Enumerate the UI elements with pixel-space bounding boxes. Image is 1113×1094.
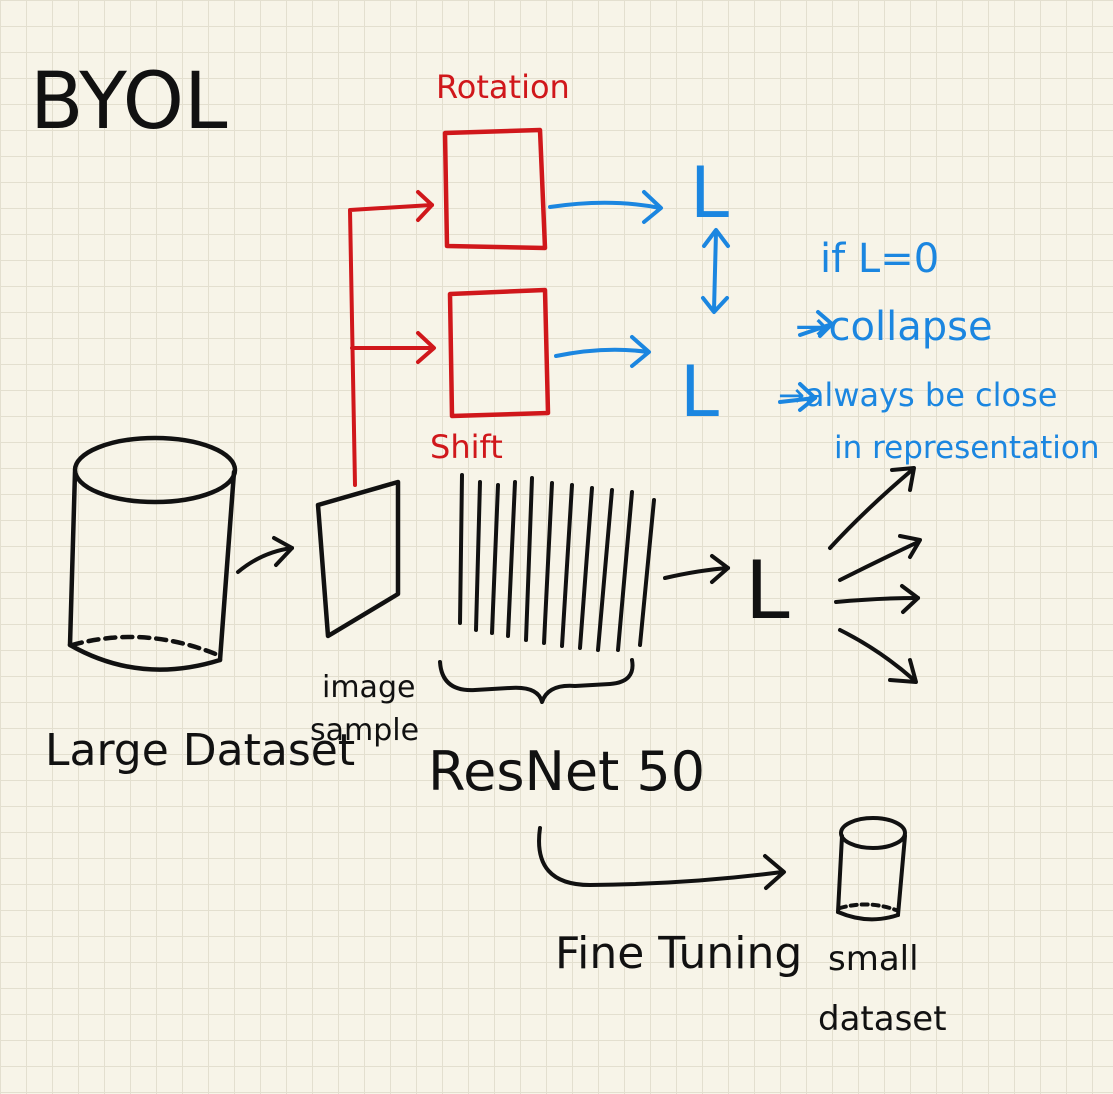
loss-arrows [548, 190, 834, 412]
note-line-4: in representation [834, 430, 1099, 466]
resnet-label: ResNet 50 [428, 740, 705, 803]
fan-out-arrows [828, 466, 922, 684]
image-sample-icon [315, 479, 401, 639]
dataset-cylinder-icon [67, 435, 238, 672]
augmentation-branch-arrows [348, 190, 436, 487]
resnet-layers [458, 473, 656, 652]
note-line-3: →always be close [778, 376, 1057, 414]
diagram-title: BYOL [30, 57, 228, 147]
fine-tuning-label: Fine Tuning [555, 928, 802, 979]
fine-tuning-arrow [537, 826, 786, 890]
loss-main: L [745, 544, 790, 637]
image-sample-label-line2: sample [310, 713, 419, 748]
note-line-1: if L=0 [820, 236, 939, 282]
rotation-label: Rotation [436, 68, 570, 106]
small-dataset-cylinder-icon [836, 816, 907, 922]
rotation-view-box [442, 127, 548, 251]
loss-top: L [690, 152, 729, 234]
note-line-2: →collapse [795, 304, 993, 350]
resnet-brace [438, 658, 635, 704]
small-dataset-label-line1: small [828, 939, 919, 979]
shift-label: Shift [430, 428, 503, 466]
loss-bottom: L [680, 351, 719, 433]
shift-view-box [447, 287, 551, 419]
arrow-dataset-to-image [236, 536, 294, 574]
small-dataset-label-line2: dataset [818, 999, 947, 1039]
arrow-resnet-to-loss [663, 554, 730, 584]
large-dataset-label: Large Dataset [45, 725, 355, 776]
image-sample-label-line1: image [322, 670, 415, 705]
